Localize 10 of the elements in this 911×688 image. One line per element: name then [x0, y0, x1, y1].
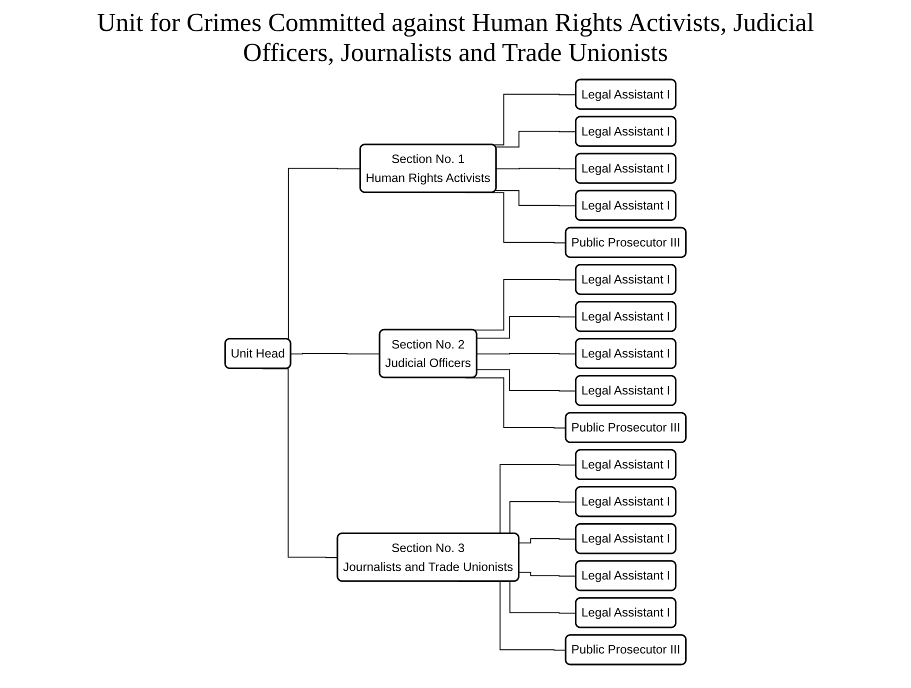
- connector: [495, 190, 577, 206]
- connector: [290, 352, 380, 354]
- connector: [518, 572, 577, 576]
- connector: [476, 316, 577, 338]
- connector: [476, 352, 577, 354]
- connector: [496, 168, 577, 170]
- connector: [518, 538, 577, 544]
- diagram-title: Unit for Crimes Committed against Human Rights Activists, Judicial Officers, Journalists and Trade Unionists: [96, 8, 816, 68]
- connector: [476, 369, 577, 392]
- connector: [495, 130, 577, 148]
